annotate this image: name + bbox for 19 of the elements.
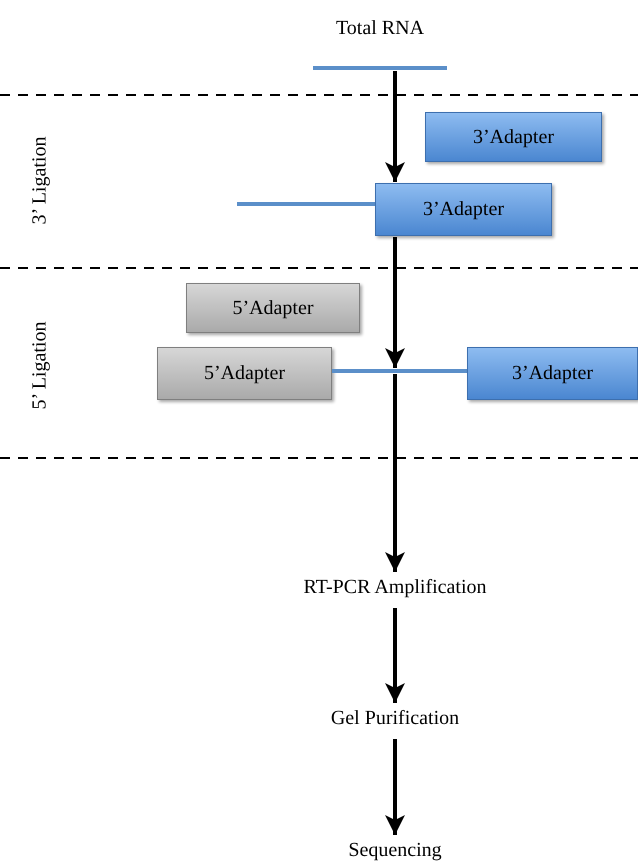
adapter-box: 5’Adapter (186, 283, 360, 333)
step-label: RT-PCR Amplification (270, 570, 520, 604)
arrow (385, 71, 405, 182)
rna-strand (313, 66, 447, 70)
section-label: 5’ Ligation (28, 321, 52, 409)
adapter-box: 3’Adapter (375, 183, 552, 236)
arrow (385, 237, 405, 368)
rna-strand (237, 202, 375, 206)
step-label: Gel Purification (300, 701, 490, 735)
step-label: Total RNA (300, 10, 460, 46)
adapter-box: 5’Adapter (157, 347, 332, 400)
rna-strand (332, 369, 467, 373)
step-label: Sequencing (300, 833, 490, 867)
section-label: 3’ Ligation (28, 136, 52, 224)
arrow (385, 739, 405, 835)
arrow (385, 374, 405, 572)
adapter-box: 3’Adapter (425, 112, 602, 162)
arrow (385, 608, 405, 703)
adapter-box: 3’Adapter (467, 347, 638, 400)
